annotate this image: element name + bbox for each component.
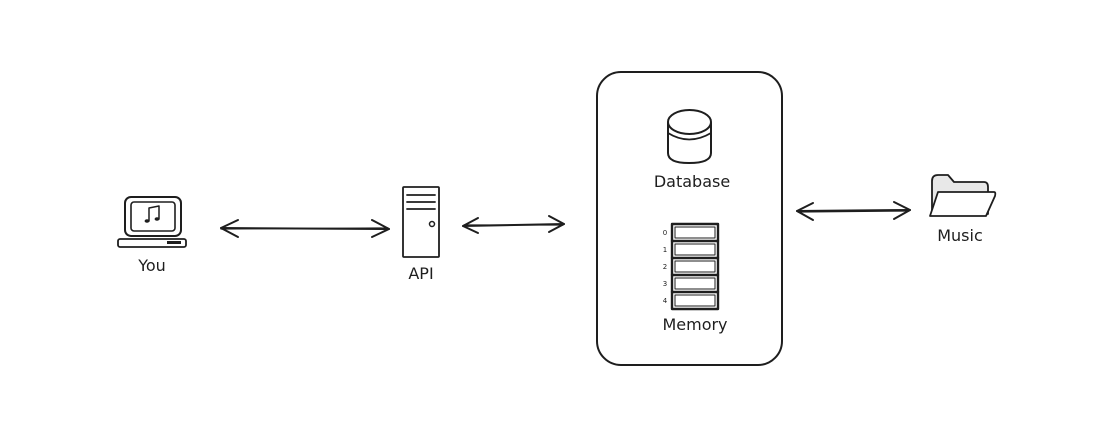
arrow-storage-music bbox=[796, 201, 911, 221]
database-label: Database bbox=[654, 172, 730, 191]
api-label: API bbox=[408, 264, 433, 283]
memory-stack-icon bbox=[670, 222, 720, 311]
memory-label: Memory bbox=[662, 315, 727, 334]
memory-slot-1: 1 bbox=[663, 246, 667, 254]
arrow-api-storage bbox=[462, 215, 565, 234]
server-tower-icon bbox=[402, 186, 440, 258]
memory-slot-0: 0 bbox=[663, 229, 667, 237]
arrow-you-api bbox=[220, 219, 390, 238]
music-label: Music bbox=[937, 226, 983, 245]
database-cylinder-icon bbox=[667, 109, 712, 164]
memory-slot-4: 4 bbox=[663, 297, 668, 305]
memory-slot-2: 2 bbox=[663, 263, 667, 271]
you-label: You bbox=[137, 256, 166, 275]
storage-container bbox=[596, 71, 783, 366]
folder-icon bbox=[929, 174, 997, 217]
computer-music-icon bbox=[117, 196, 187, 248]
memory-slot-3: 3 bbox=[663, 280, 667, 288]
